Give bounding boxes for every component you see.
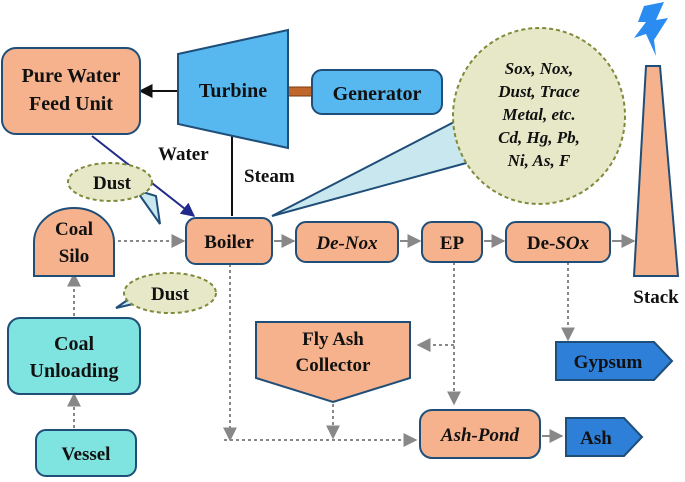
emissions-bubble: Sox, Nox, Dust, Trace Metal, etc. Cd, Hg… <box>452 27 626 205</box>
dust-bottom-label: Dust <box>151 284 190 305</box>
ep-label: EP <box>440 233 465 254</box>
ash: Ash <box>565 417 644 457</box>
fly-ash-line1: Fly Ash <box>302 329 364 350</box>
lightning-icon <box>634 2 668 56</box>
de-sox-suffix: SOx <box>555 233 589 254</box>
coal-silo-line1: Coal <box>55 219 93 240</box>
pure-water-line2: Feed Unit <box>29 93 113 115</box>
generator: Generator <box>311 69 443 115</box>
de-sox-label: De-SOx <box>527 233 590 254</box>
fly-ash-collector: Fly Ash Collector <box>255 321 411 404</box>
emissions-line5: Ni, As, F <box>507 151 571 170</box>
dust-top-label: Dust <box>93 173 132 194</box>
ash-pond-label: Ash-Pond <box>440 425 520 446</box>
emissions-callout-pointer <box>271 118 472 217</box>
ep: EP <box>421 221 483 263</box>
dust-bottom-bubble: Dust <box>123 272 217 314</box>
coal-silo-line2: Silo <box>59 246 90 267</box>
turbine: Turbine <box>177 28 289 150</box>
emissions-line4: Cd, Hg, Pb, <box>498 128 580 147</box>
dust-top-pointer <box>133 188 161 225</box>
gypsum: Gypsum <box>555 341 674 381</box>
de-sox: De-SOx <box>505 221 611 263</box>
fly-ash-line2: Collector <box>296 355 371 376</box>
ash-label: Ash <box>580 428 612 449</box>
dust-top-bubble: Dust <box>67 162 153 202</box>
de-nox: De-Nox <box>295 221 399 263</box>
coal-unloading-line2: Unloading <box>30 360 119 382</box>
vessel-label: Vessel <box>62 444 111 465</box>
emissions-line2: Dust, Trace <box>497 82 580 101</box>
boiler-label: Boiler <box>204 232 254 253</box>
de-sox-prefix: De- <box>527 233 555 254</box>
pure-water-line1: Pure Water <box>22 65 121 87</box>
turbine-label: Turbine <box>199 80 267 102</box>
ash-pond: Ash-Pond <box>419 409 541 459</box>
coal-unloading: Coal Unloading <box>7 317 141 395</box>
stack-label: Stack <box>633 287 679 308</box>
vessel: Vessel <box>35 429 137 477</box>
water-label: Water <box>158 144 209 165</box>
boiler: Boiler <box>185 217 273 265</box>
steam-label: Steam <box>244 166 295 187</box>
coal-unloading-line1: Coal <box>54 333 94 355</box>
coal-silo: Coal Silo <box>33 207 115 277</box>
stack: Stack <box>632 65 679 308</box>
generator-label: Generator <box>333 83 422 105</box>
pure-water-feed-unit: Pure Water Feed Unit <box>1 47 141 135</box>
de-nox-label: De-Nox <box>315 233 378 254</box>
emissions-line3: Metal, etc. <box>501 105 575 124</box>
emissions-line1: Sox, Nox, <box>505 59 573 78</box>
gypsum-label: Gypsum <box>574 352 643 373</box>
